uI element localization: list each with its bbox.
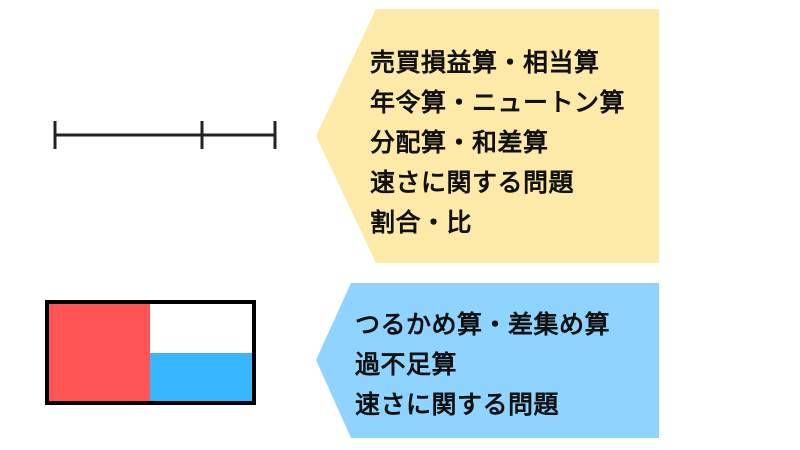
area-left-block	[47, 302, 150, 403]
line-segment-topics-list: 売買損益算・相当算 年令算・ニュートン算 分配算・和差算 速さに関する問題 割合…	[370, 43, 625, 243]
topic-item: 速さに関する問題	[370, 168, 575, 197]
area-top-right-block	[150, 302, 254, 353]
line-segment-topics-callout	[316, 9, 659, 263]
area-diagram-border	[45, 300, 256, 405]
topic-item: 速さに関する問題	[355, 390, 560, 419]
topic-item: 割合・比	[370, 208, 473, 237]
area-diagram-topics-list: つるかめ算・差集め算 過不足算 速さに関する問題	[355, 305, 610, 425]
topic-item: 過不足算	[355, 350, 458, 379]
area-bottom-right-block	[150, 353, 254, 403]
topic-item: 年令算・ニュートン算	[370, 88, 626, 117]
topic-item: 売買損益算・相当算	[370, 48, 600, 77]
area-diagram-topics-callout	[316, 283, 659, 438]
topic-item: つるかめ算・差集め算	[355, 310, 611, 339]
area-diagram-icon	[45, 300, 256, 405]
line-segment-diagram-icon	[53, 121, 277, 149]
topic-item: 分配算・和差算	[370, 128, 549, 157]
